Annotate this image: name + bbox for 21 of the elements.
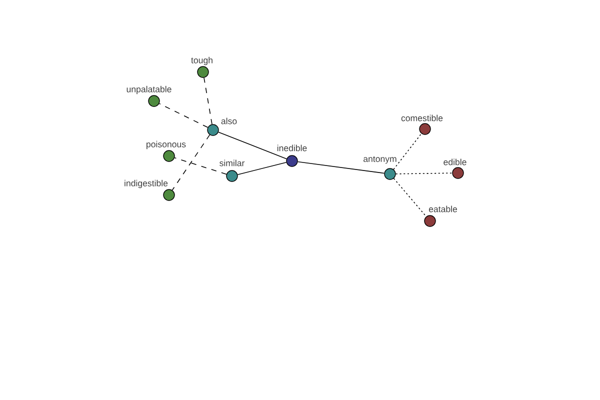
connector-line <box>158 103 208 128</box>
node-label: unpalatable <box>126 86 172 94</box>
connector-line <box>204 77 212 125</box>
connector-line <box>393 133 422 170</box>
node-label: similar <box>220 160 245 166</box>
node-label: also <box>221 118 237 124</box>
node-label: tough <box>191 56 212 66</box>
connector-line <box>237 162 287 175</box>
connector-line <box>174 157 227 175</box>
node-label: eatable <box>428 206 457 212</box>
node-label: antonym <box>364 156 396 164</box>
connector-line <box>218 132 287 160</box>
node-label: indigestible <box>124 180 168 188</box>
connector-line <box>395 172 453 174</box>
node-label: inedible <box>277 144 307 152</box>
connector-line <box>297 161 385 174</box>
node-label: comestible <box>401 114 443 122</box>
connector-line <box>172 134 210 191</box>
connector-line <box>393 178 427 217</box>
node-label: poisonous <box>146 140 186 150</box>
node-label: edible <box>444 158 466 166</box>
